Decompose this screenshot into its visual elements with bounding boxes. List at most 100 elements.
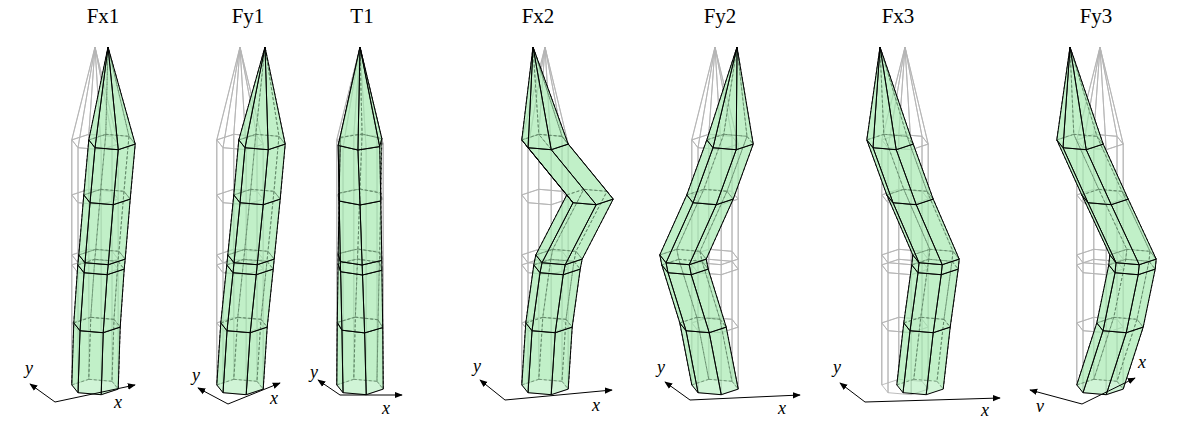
visible-face [338,145,360,205]
visible-face [536,195,573,263]
visible-face [736,47,753,150]
visible-face [223,331,250,395]
visible-face [338,193,340,262]
visible-face [360,47,382,147]
ghost-face [882,323,888,393]
visible-face [234,140,245,203]
axis-arrow [55,385,135,402]
visible-face [707,47,737,148]
visible-face [342,330,366,395]
load-case-title: Fx2 [522,6,555,27]
load-case-title: T1 [350,6,373,27]
visible-face [339,201,362,265]
axis-arrow [665,382,690,400]
deformed-prism [522,47,613,395]
visible-face [74,265,84,331]
ghost-face [882,317,899,385]
axis-label: x [981,401,989,419]
ghost-face [337,323,343,393]
axis-label: y [310,363,318,381]
visible-face [904,265,918,331]
load-case-title: Fy1 [232,6,265,27]
visible-face [341,272,365,333]
visible-face [239,47,265,148]
deformed-prism [660,47,753,395]
visible-face [228,195,240,263]
deformed-prism [72,47,135,395]
visible-face [101,327,120,395]
ghost-face [882,195,888,263]
axis-label: x [778,399,786,417]
axis-arrow [840,383,865,402]
axis-arrow [480,380,505,400]
undeformed-prism [337,47,383,395]
visible-face [1063,148,1111,205]
visible-face [338,137,340,201]
axis-label: y [25,359,33,377]
visible-face [522,323,532,393]
visible-face [363,270,383,333]
visible-face [358,47,380,150]
axis-arrow [865,398,1000,402]
visible-face [72,323,80,393]
visible-face [680,323,698,393]
axis-label: x [382,399,390,417]
visible-face [217,323,227,393]
deformed-prism [337,47,383,395]
visible-face [245,47,268,150]
visible-face [84,140,95,203]
axis-arrow [30,384,55,402]
load-case-title: Fx1 [87,6,120,27]
deformed-prism [1057,47,1156,395]
visible-face [1097,265,1115,331]
visible-face [338,47,360,150]
visible-face [526,265,540,331]
load-case-title: Fy3 [1080,6,1113,27]
visible-face [358,147,381,205]
load-case-title: Fx3 [882,6,915,27]
axis-label: y [657,358,665,376]
ghost-face [882,259,899,323]
visible-face [337,322,343,392]
visible-face [79,195,90,263]
visible-face [897,323,910,393]
visible-face [660,195,693,263]
ghost-face [217,195,223,263]
ghost-face [1094,47,1117,136]
visible-face [662,265,686,331]
visible-face [887,195,919,263]
ghost-face [1077,195,1083,263]
visible-face [687,140,713,203]
visible-face [528,148,596,205]
visible-face [221,265,233,331]
axis-label: x [592,396,600,414]
ghost-face [1100,47,1123,144]
axis-label: y [192,366,200,384]
visible-face [1088,203,1139,265]
visible-face [365,328,384,395]
deformed-prism [867,47,959,395]
ghost-face [1077,259,1094,323]
axis-arrow [198,388,228,404]
deformed-prism [217,47,285,395]
axis-label: y [473,357,481,375]
axis-label: v [1036,397,1044,415]
visible-face [337,264,342,331]
axis-arrow [340,395,402,396]
visible-face [1057,47,1070,148]
ghost-face [522,195,528,263]
ghost-face [72,195,78,263]
axis-label: x [1138,353,1146,371]
axis-label: x [270,389,278,407]
load-case-title: Fy2 [704,6,737,27]
visible-face [78,331,103,395]
axis-arrow [318,380,340,395]
axis-label: x [114,393,122,411]
axis-arrow [1082,378,1135,404]
visible-face [1077,323,1103,393]
visible-face [893,203,942,265]
visible-face [360,201,382,265]
visible-face [89,47,108,148]
